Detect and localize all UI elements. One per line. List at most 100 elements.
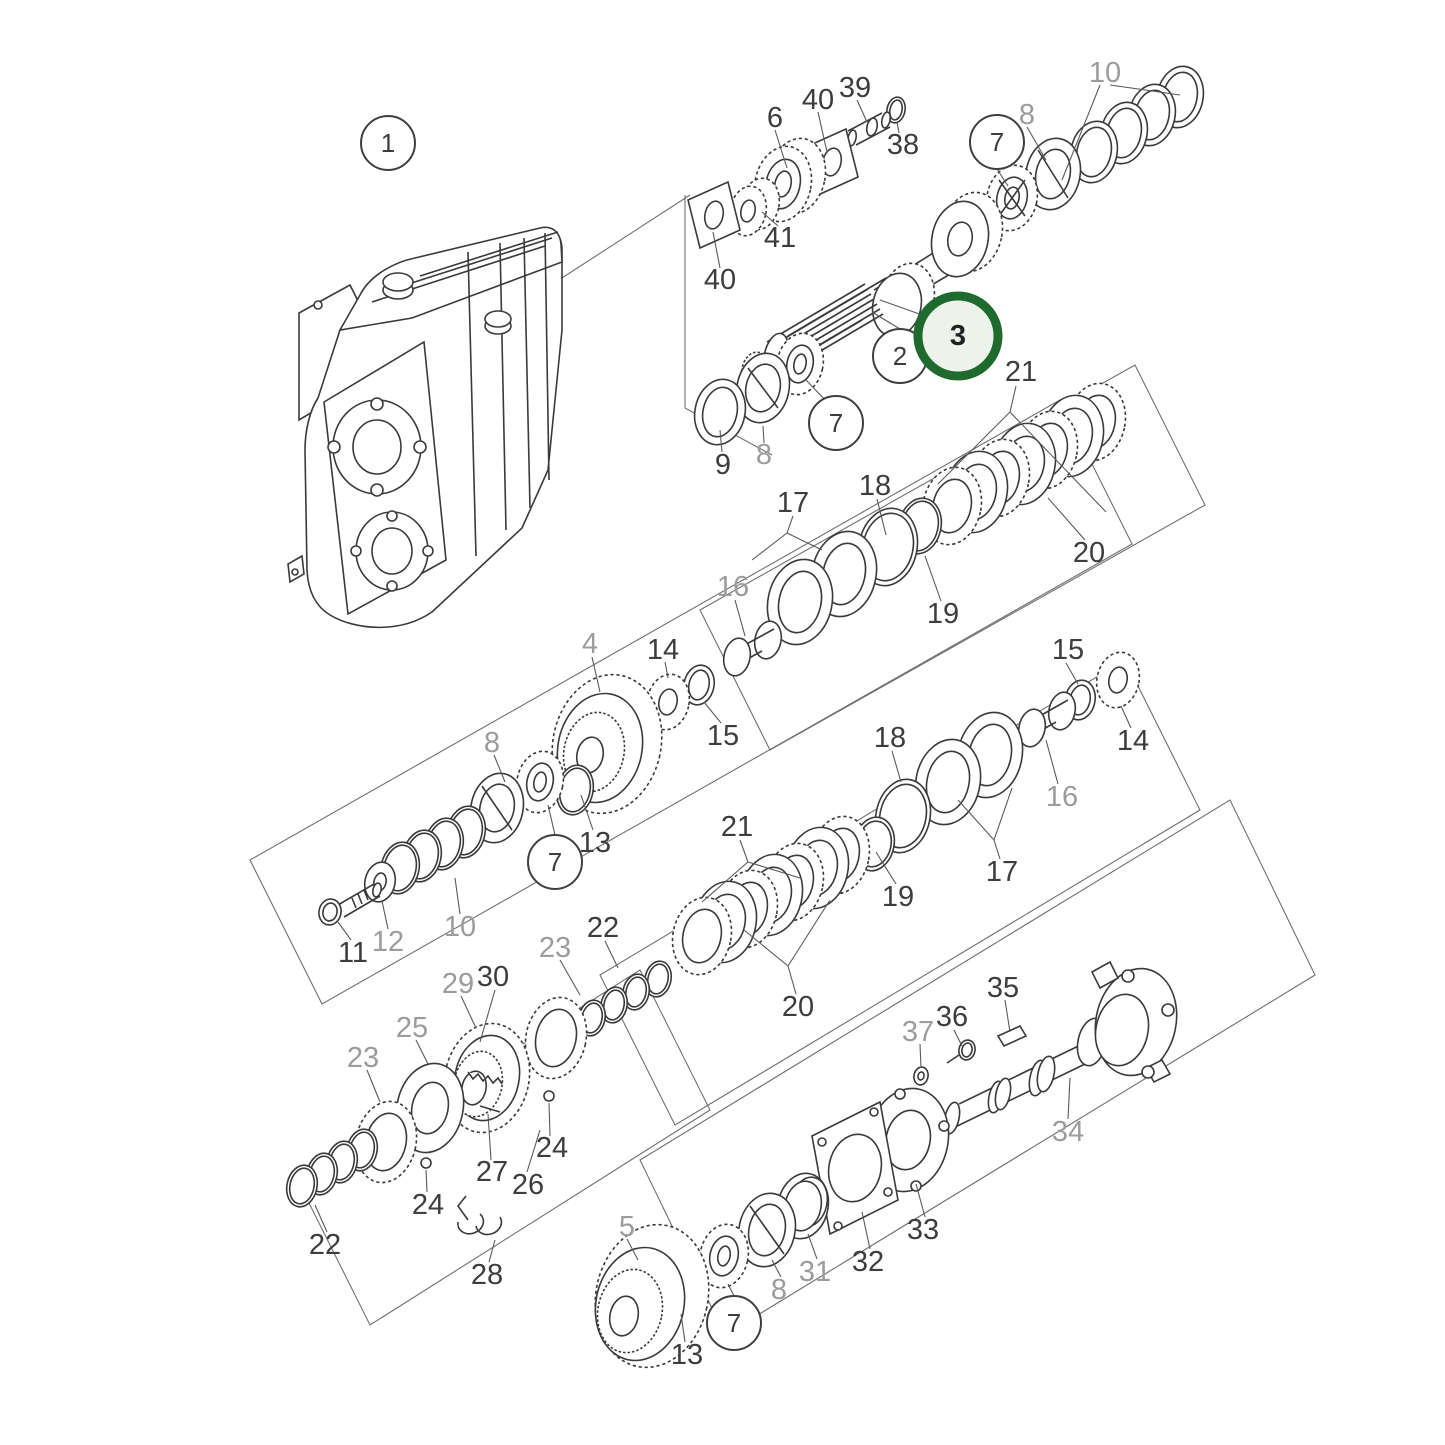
callout-number: 5 bbox=[619, 1211, 635, 1243]
part-shape bbox=[410, 1081, 450, 1135]
part-shape bbox=[313, 300, 323, 310]
part-shape bbox=[419, 231, 559, 277]
callout-number: 23 bbox=[539, 932, 571, 964]
leader-line bbox=[787, 965, 797, 995]
callout-circle[interactable] bbox=[706, 1295, 762, 1351]
part-shape bbox=[766, 283, 866, 343]
callout-40: 40 bbox=[802, 84, 834, 116]
part-shape bbox=[994, 1077, 1012, 1111]
part-shape bbox=[869, 1107, 879, 1117]
callout-number: 8 bbox=[484, 727, 500, 759]
callout-36: 36 bbox=[936, 1001, 968, 1033]
callout-23: 23 bbox=[539, 932, 571, 964]
callout-number: 8 bbox=[1019, 99, 1035, 131]
callout-27: 27 bbox=[476, 1156, 508, 1188]
callout-2[interactable]: 2 bbox=[872, 328, 928, 384]
callout-number: 39 bbox=[839, 72, 871, 104]
callout-circle[interactable] bbox=[360, 115, 416, 171]
part-shape bbox=[827, 1133, 883, 1203]
leader-line bbox=[1047, 497, 1086, 541]
part-shape bbox=[1121, 969, 1135, 983]
leader-line bbox=[680, 1313, 686, 1343]
leader-line bbox=[664, 661, 669, 679]
callout-circle[interactable] bbox=[969, 114, 1025, 170]
callout-15: 15 bbox=[1052, 634, 1084, 666]
part-shape bbox=[386, 510, 398, 522]
leader-line bbox=[924, 555, 942, 602]
leader-line bbox=[591, 656, 601, 693]
part-shape bbox=[777, 570, 823, 634]
part-shape bbox=[880, 111, 892, 129]
callout-6: 6 bbox=[767, 102, 783, 134]
leader-line bbox=[1061, 84, 1101, 181]
part-shape bbox=[602, 989, 626, 1021]
callout-10: 10 bbox=[444, 911, 476, 943]
leader-line bbox=[1067, 1077, 1071, 1120]
callout-number: 8 bbox=[756, 439, 772, 471]
leader-line bbox=[703, 701, 722, 724]
part-shape bbox=[865, 117, 879, 137]
callout-7[interactable]: 7 bbox=[808, 395, 864, 451]
leader-line bbox=[493, 754, 506, 783]
leader-line bbox=[1026, 126, 1047, 161]
leader-line bbox=[876, 498, 887, 536]
part-shape bbox=[1141, 1065, 1155, 1079]
callout-1[interactable]: 1 bbox=[360, 115, 416, 171]
callout-41: 41 bbox=[764, 222, 796, 254]
callout-7[interactable]: 7 bbox=[706, 1295, 762, 1351]
callout-number: 40 bbox=[802, 84, 834, 116]
leader-line bbox=[314, 1204, 328, 1233]
callout-number: 22 bbox=[309, 1229, 341, 1261]
part-shape bbox=[1090, 960, 1120, 990]
part-shape bbox=[543, 1090, 555, 1102]
leader-line bbox=[1004, 999, 1011, 1033]
callout-7[interactable]: 7 bbox=[527, 834, 583, 890]
callout-number: 19 bbox=[927, 598, 959, 630]
callout-33: 33 bbox=[907, 1214, 939, 1246]
part-shape bbox=[352, 419, 402, 475]
callout-9: 9 bbox=[715, 449, 731, 481]
part-shape bbox=[1017, 708, 1047, 748]
callout-number: 7 bbox=[727, 1308, 741, 1338]
part-shape bbox=[657, 688, 679, 716]
callout-7[interactable]: 7 bbox=[969, 114, 1025, 170]
leader-line bbox=[526, 1129, 541, 1173]
leader-line bbox=[786, 532, 823, 551]
callout-number: 12 bbox=[372, 926, 404, 958]
callout-number: 13 bbox=[671, 1339, 703, 1371]
leader-line bbox=[425, 1169, 428, 1193]
leader-line bbox=[487, 1113, 492, 1161]
callout-8: 8 bbox=[756, 439, 772, 471]
part-shape bbox=[288, 1167, 316, 1205]
part-shape bbox=[481, 785, 513, 831]
callout-circle[interactable] bbox=[527, 834, 583, 890]
part-shape bbox=[1075, 126, 1113, 178]
callout-number: 21 bbox=[721, 811, 753, 843]
leader-line bbox=[871, 311, 901, 330]
callout-19: 19 bbox=[882, 881, 914, 913]
part-shape bbox=[681, 908, 723, 964]
callout-number: 2 bbox=[893, 341, 907, 371]
callout-number: 36 bbox=[936, 1001, 968, 1033]
callout-18: 18 bbox=[874, 722, 906, 754]
part-shape bbox=[363, 889, 369, 901]
leader-line bbox=[856, 99, 868, 123]
part-shape bbox=[456, 1195, 503, 1236]
callout-4: 4 bbox=[582, 628, 598, 660]
callout-number: 15 bbox=[707, 720, 739, 752]
leader-line bbox=[786, 515, 794, 534]
callout-8: 8 bbox=[484, 727, 500, 759]
callout-22: 22 bbox=[587, 912, 619, 944]
leader-line bbox=[891, 750, 902, 783]
leader-line bbox=[734, 599, 746, 637]
callout-number: 19 bbox=[882, 881, 914, 913]
callout-29: 29 bbox=[442, 968, 474, 1000]
part-shape bbox=[343, 895, 381, 918]
leader-line bbox=[337, 921, 352, 941]
part-shape bbox=[467, 1071, 503, 1085]
highlighted-callout-circle[interactable] bbox=[913, 291, 1003, 381]
callout-circle[interactable] bbox=[808, 395, 864, 451]
callout-21: 21 bbox=[721, 811, 753, 843]
callout-3[interactable]: 3 bbox=[913, 291, 1003, 381]
part-shape bbox=[817, 1137, 827, 1147]
